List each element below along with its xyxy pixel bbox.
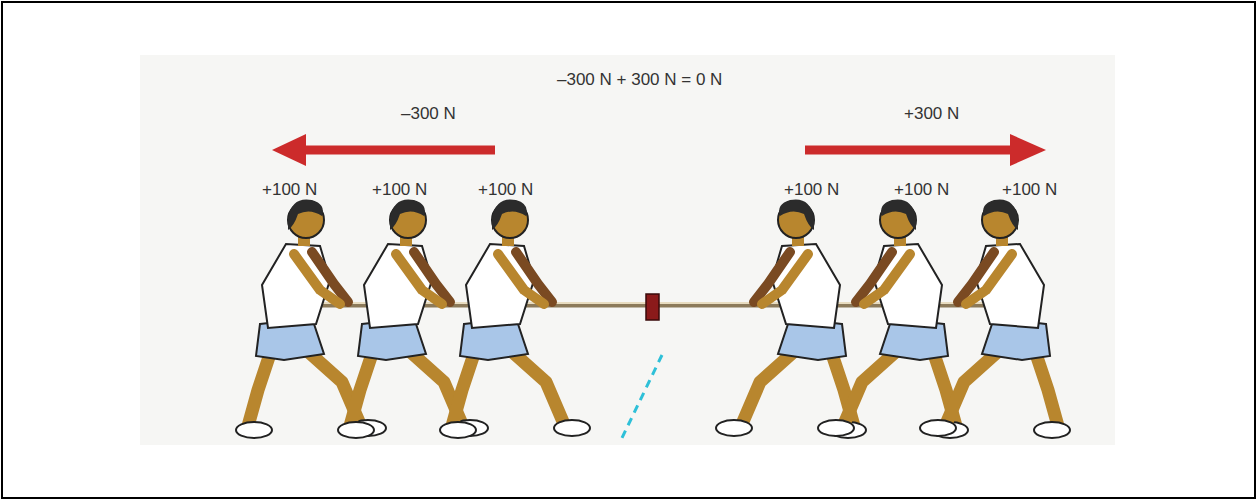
force-label: +100 N — [262, 180, 317, 200]
person — [920, 199, 1070, 438]
person — [236, 199, 386, 438]
arrowhead-left — [272, 134, 306, 166]
force-label: –300 N — [401, 104, 456, 124]
force-label: +100 N — [1002, 180, 1057, 200]
centre-line — [620, 355, 662, 442]
force-arrow-right — [805, 146, 1018, 155]
arrowhead-right — [1010, 134, 1046, 166]
force-label: +100 N — [894, 180, 949, 200]
person — [818, 199, 968, 438]
force-arrow-left — [298, 146, 495, 155]
person — [440, 199, 590, 438]
picture-ground — [140, 55, 1115, 445]
person — [716, 199, 866, 438]
rope-marker — [646, 294, 659, 320]
equation-label: –300 N + 300 N = 0 N — [557, 70, 722, 90]
force-label: +100 N — [478, 180, 533, 200]
force-label: +300 N — [904, 104, 959, 124]
person — [338, 199, 488, 438]
force-label: +100 N — [372, 180, 427, 200]
force-label: +100 N — [784, 180, 839, 200]
